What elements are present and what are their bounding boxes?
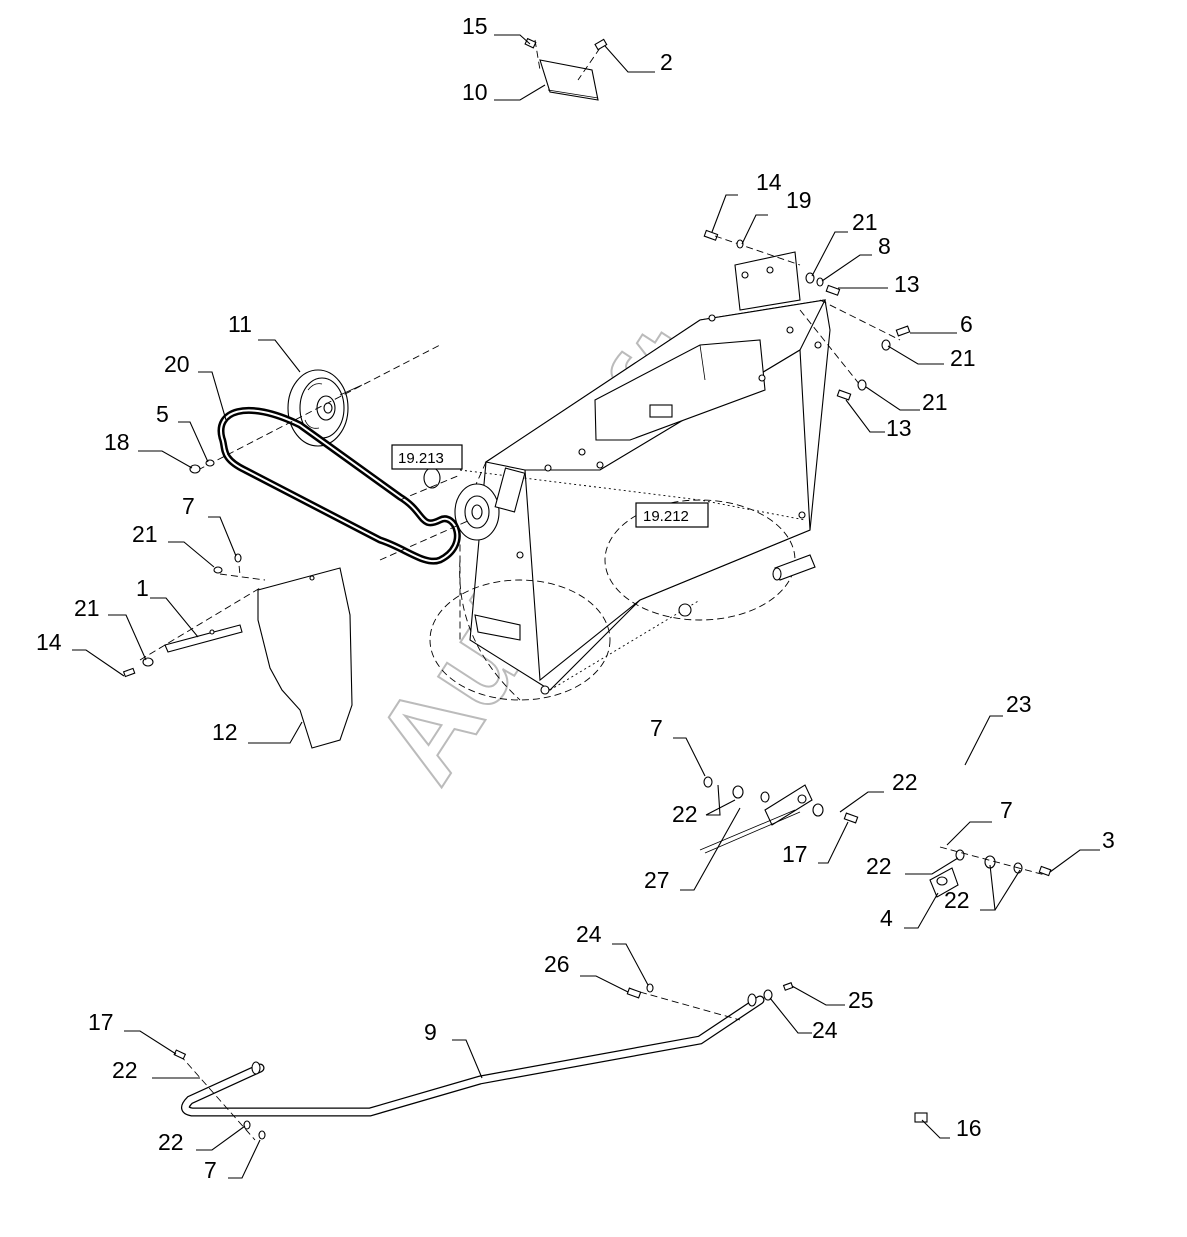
callout-15: 15 — [462, 13, 488, 39]
callout-17b: 17 — [88, 1009, 114, 1035]
shield-assembly — [122, 553, 353, 749]
callout-22f: 22 — [158, 1129, 184, 1155]
callout-1: 1 — [136, 575, 149, 601]
upper-hardware — [703, 229, 911, 401]
callout-20: 20 — [164, 351, 190, 377]
bracket-assembly-top — [524, 37, 608, 101]
callout-14b: 14 — [36, 629, 62, 655]
ref-label-19-213: 19.213 — [398, 450, 444, 467]
reference-19-212: 19.212 — [635, 502, 709, 528]
callout-26: 26 — [544, 951, 570, 977]
callout-7b: 7 — [650, 715, 663, 741]
callout-24b: 24 — [812, 1017, 838, 1043]
callout-21b: 21 — [950, 345, 976, 371]
callout-22c: 22 — [866, 853, 892, 879]
callout-22: 22 — [672, 801, 698, 827]
callout-27: 27 — [644, 867, 670, 893]
callout-22d: 22 — [944, 887, 970, 913]
callout-16: 16 — [956, 1115, 982, 1141]
callout-13: 13 — [894, 271, 920, 297]
callout-12: 12 — [212, 719, 238, 745]
callout-18: 18 — [104, 429, 130, 455]
callout-17: 17 — [782, 841, 808, 867]
callout-14: 14 — [756, 169, 782, 195]
bolt-16 — [914, 1112, 928, 1123]
reference-19-213: 19.213 — [391, 444, 463, 470]
callout-4: 4 — [880, 905, 893, 931]
callout-22b: 22 — [892, 769, 918, 795]
rod-assembly-9 — [173, 982, 794, 1141]
callout-21: 21 — [852, 209, 878, 235]
ref-label-19-212: 19.212 — [643, 508, 689, 525]
callout-21e: 21 — [74, 595, 100, 621]
callout-8: 8 — [878, 233, 891, 259]
callout-24: 24 — [576, 921, 602, 947]
callout-19: 19 — [786, 187, 812, 213]
callout-23: 23 — [1006, 691, 1032, 717]
washer-18 — [189, 464, 201, 474]
rod-assembly-23 — [699, 756, 1067, 898]
callout-7d: 7 — [204, 1157, 217, 1183]
callout-labels: 15 2 10 14 19 21 8 13 6 21 21 13 11 20 5… — [36, 13, 1115, 1183]
drive-belt — [217, 407, 461, 565]
callout-21c: 21 — [922, 389, 948, 415]
callout-7: 7 — [182, 493, 195, 519]
callout-9: 9 — [424, 1019, 437, 1045]
callout-3: 3 — [1102, 827, 1115, 853]
callout-5: 5 — [156, 401, 169, 427]
callout-25: 25 — [848, 987, 874, 1013]
callout-6: 6 — [960, 311, 973, 337]
callout-2: 2 — [660, 49, 673, 75]
callout-22e: 22 — [112, 1057, 138, 1083]
drive-pulley — [287, 369, 363, 447]
leader-lines — [72, 34, 1100, 1179]
callout-10: 10 — [462, 79, 488, 105]
callout-13b: 13 — [886, 415, 912, 441]
callout-11: 11 — [228, 311, 252, 337]
callout-21d: 21 — [132, 521, 158, 547]
callout-7c: 7 — [1000, 797, 1013, 823]
